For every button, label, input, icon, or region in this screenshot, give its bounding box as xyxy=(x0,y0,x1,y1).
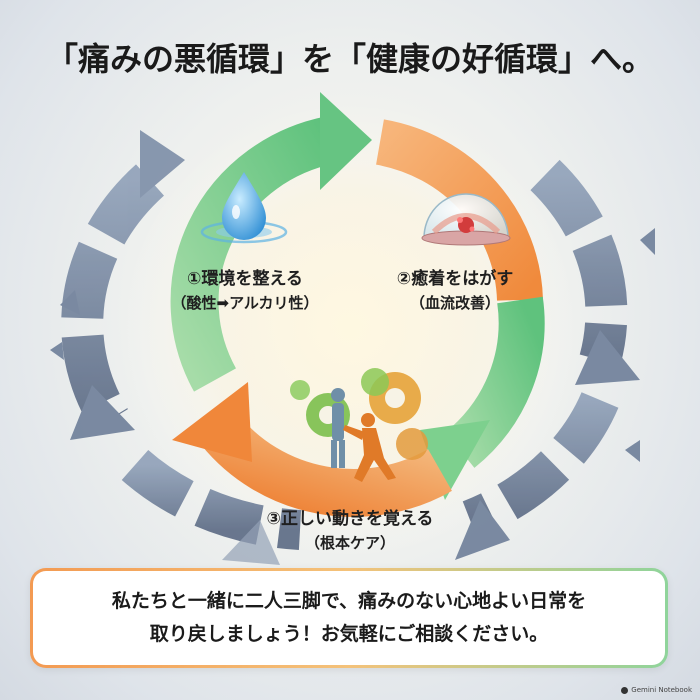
credit-text: Gemini Notebook xyxy=(631,686,692,694)
step-2-title: ②癒着をはがす xyxy=(396,269,514,289)
step-3-subtitle: （根本ケア） xyxy=(304,534,395,552)
notebook-logo-icon xyxy=(621,686,629,694)
message-box-inner: 私たちと一緒に二人三脚で、痛みのない心地よい日常を 取り戻しましょう！お気軽にご… xyxy=(33,571,665,665)
water-drop-icon xyxy=(200,172,288,244)
step-2-label: ②癒着をはがす （血流改善） xyxy=(360,264,550,313)
step-3-title: ③正しい動きを覚える xyxy=(266,509,434,529)
step-2-subtitle: （血流改善） xyxy=(409,294,500,312)
step-1-label: ①環境を整える （酸性➡アルカリ性） xyxy=(150,264,340,313)
credit-badge: Gemini Notebook xyxy=(621,686,692,694)
green-arrow-head-right xyxy=(420,420,490,500)
message-box: 私たちと一緒に二人三脚で、痛みのない心地よい日常を 取り戻しましょう！お気軽にご… xyxy=(30,568,668,668)
step-3-label: ③正しい動きを覚える （根本ケア） xyxy=(230,504,470,553)
orange-arrow-head xyxy=(172,382,252,462)
step-1-title: ①環境を整える xyxy=(187,269,303,289)
page-title: 「痛みの悪循環」を「健康の好循環」へ。 xyxy=(45,40,654,78)
vicious-cycle-ring xyxy=(50,130,655,565)
gears-people-icon xyxy=(290,368,428,482)
step-1-subtitle: （酸性➡アルカリ性） xyxy=(171,294,319,312)
message-line-1: 私たちと一緒に二人三脚で、痛みのない心地よい日常を xyxy=(111,590,587,612)
tissue-dome-icon xyxy=(421,193,511,246)
message-line-2: 取り戻しましょう！お気軽にご相談ください。 xyxy=(149,623,549,645)
green-arrow-head xyxy=(320,92,372,190)
